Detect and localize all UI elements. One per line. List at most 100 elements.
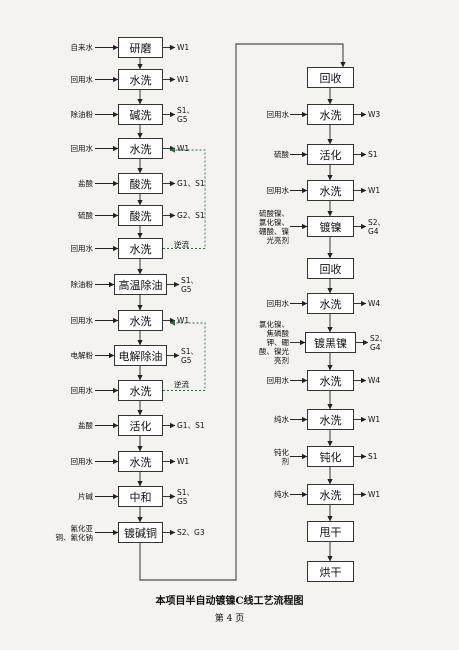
- reflux-label: 逆流: [174, 379, 189, 389]
- input-material-label: 回用水: [266, 186, 290, 195]
- process-step-label: 钝化: [319, 450, 342, 464]
- process-step: 水洗: [307, 180, 354, 201]
- output-emission-label: G1、S1: [177, 421, 205, 430]
- process-step-label: 回收: [319, 262, 342, 276]
- process-step-label: 水洗: [129, 242, 152, 256]
- process-step: 烘干: [307, 561, 354, 582]
- process-step: 回收: [307, 258, 354, 279]
- process-step: 水洗: [307, 409, 354, 430]
- input-material-label: 纯水: [274, 415, 289, 424]
- process-step: 甩干: [307, 521, 354, 542]
- process-step: 水洗: [118, 451, 163, 472]
- process-step: 水洗: [307, 484, 354, 505]
- process-step: 活化: [307, 144, 354, 165]
- process-step-label: 中和: [129, 490, 152, 504]
- process-step-label: 电解除油: [118, 349, 163, 363]
- input-material-label: 回用水: [266, 376, 290, 385]
- process-step-label: 水洗: [319, 108, 342, 122]
- input-material-label: 片碱: [78, 492, 93, 501]
- process-step-label: 镀碱铜: [124, 526, 157, 540]
- input-material-label: 氯化镍、 焦磷酸 钾、硼 酸、镍光 亮剂: [259, 320, 289, 365]
- output-emission-label: S2、 G4: [370, 333, 388, 352]
- process-step-label: 水洗: [129, 455, 152, 469]
- process-step-label: 水洗: [319, 184, 342, 198]
- output-emission-label: W1: [368, 415, 381, 424]
- flow-connector: [163, 147, 206, 249]
- input-material-label: 回用水: [70, 244, 94, 253]
- input-material-label: 回用水: [70, 316, 94, 325]
- process-step-label: 水洗: [319, 297, 342, 311]
- process-step-label: 酸洗: [129, 177, 152, 191]
- flow-connector: [139, 43, 346, 581]
- process-step-label: 水洗: [319, 413, 342, 427]
- output-emission-label: S1、 G5: [181, 346, 199, 365]
- process-step-label: 回收: [319, 71, 342, 85]
- input-material-label: 硫酸: [78, 211, 93, 220]
- process-step: 水洗: [118, 238, 163, 259]
- output-emission-label: W1: [177, 43, 190, 52]
- output-emission-label: S1、 G5: [181, 275, 199, 294]
- input-material-label: 回用水: [70, 75, 94, 84]
- process-step-label: 烘干: [319, 565, 342, 579]
- output-emission-label: W1: [177, 316, 190, 325]
- input-material-label: 电解粉: [70, 351, 94, 360]
- process-step-label: 水洗: [129, 142, 152, 156]
- process-step: 钝化: [307, 446, 354, 467]
- process-step: 酸洗: [118, 205, 163, 226]
- input-material-label: 硫酸: [274, 150, 289, 159]
- input-material-label: 纯水: [274, 490, 289, 499]
- input-material-label: 硫酸镍、 氯化镍、 硼酸、镍 光亮剂: [259, 208, 289, 245]
- process-step-label: 活化: [319, 148, 342, 162]
- input-material-label: 除油粉: [70, 110, 94, 119]
- flow-connector: [163, 320, 206, 391]
- process-step-label: 镀镍: [319, 220, 342, 234]
- process-step: 镀碱铜: [118, 522, 163, 543]
- output-emission-label: G1、S1: [177, 179, 205, 188]
- output-emission-label: S2、 G4: [368, 217, 386, 236]
- process-step: 高温除油: [114, 274, 167, 295]
- process-step: 活化: [118, 415, 163, 436]
- output-emission-label: W1: [368, 186, 381, 195]
- output-emission-label: W1: [177, 457, 190, 466]
- process-step: 镀黑镍: [305, 332, 356, 353]
- input-material-label: 回用水: [70, 457, 94, 466]
- process-step: 酸洗: [118, 173, 163, 194]
- process-step: 回收: [307, 67, 354, 88]
- process-step-label: 水洗: [129, 384, 152, 398]
- output-emission-label: W1: [368, 490, 381, 499]
- input-material-label: 回用水: [266, 110, 290, 119]
- process-step-label: 高温除油: [118, 278, 163, 292]
- process-step: 水洗: [118, 380, 163, 401]
- output-emission-label: S1: [368, 150, 378, 159]
- output-emission-label: S1: [368, 452, 378, 461]
- output-emission-label: G2、S1: [177, 211, 205, 220]
- process-step-label: 镀黑镍: [314, 336, 347, 350]
- process-step: 水洗: [307, 370, 354, 391]
- output-emission-label: W4: [368, 376, 381, 385]
- process-step-label: 水洗: [129, 73, 152, 87]
- input-material-label: 回用水: [70, 144, 94, 153]
- process-step-label: 碱洗: [129, 108, 152, 122]
- process-step-label: 水洗: [319, 374, 342, 388]
- input-material-label: 回用水: [266, 299, 290, 308]
- input-material-label: 氰化亚 铜、氰化钠: [55, 523, 94, 542]
- process-step: 电解除油: [114, 345, 167, 366]
- input-material-label: 除油粉: [70, 280, 94, 289]
- output-emission-label: W1: [177, 144, 190, 153]
- input-material-label: 盐酸: [78, 421, 93, 430]
- output-emission-label: W1: [177, 75, 190, 84]
- output-emission-label: S1、 G5: [177, 487, 195, 506]
- output-emission-label: S1、 G5: [177, 105, 195, 124]
- process-step: 水洗: [307, 104, 354, 125]
- process-step: 水洗: [307, 293, 354, 314]
- process-step-label: 研磨: [129, 41, 152, 55]
- process-step: 镀镍: [307, 216, 354, 237]
- output-emission-label: W3: [368, 110, 381, 119]
- process-step-label: 活化: [129, 419, 152, 433]
- process-step: 中和: [118, 486, 163, 507]
- figure-caption: 本项目半自动镀镍C线工艺流程图: [155, 596, 304, 607]
- page-number: 第 4 页: [214, 614, 245, 624]
- process-step-label: 水洗: [129, 314, 152, 328]
- input-material-label: 钝化 剂: [274, 447, 289, 466]
